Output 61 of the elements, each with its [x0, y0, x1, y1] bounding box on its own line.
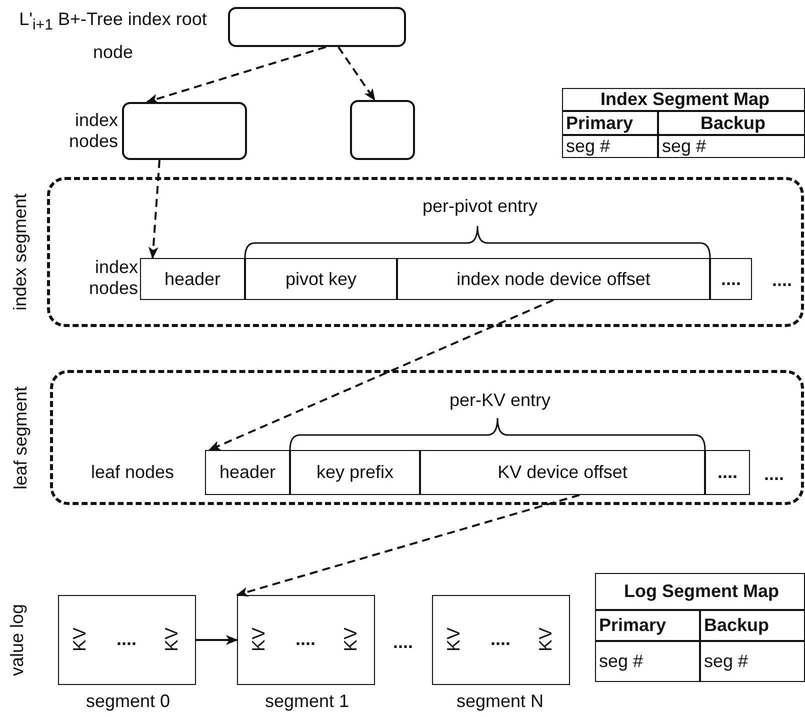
- table-cell: seg #: [595, 641, 700, 682]
- cell-text: ....: [490, 629, 510, 650]
- node-caption: segment 1: [264, 690, 350, 713]
- record-field: [140, 258, 245, 300]
- table-header: Backup: [700, 610, 805, 641]
- row-label: leaf nodes: [90, 460, 176, 484]
- cell-text: ....: [295, 629, 316, 650]
- ellipsis: ....: [392, 630, 414, 654]
- node-caption: L'$_{i+1}$ B+-Tree index root node: [18, 8, 208, 62]
- cell-text: ....: [720, 268, 741, 290]
- record-field: [397, 258, 710, 300]
- cell-text: ....: [116, 629, 136, 650]
- node-caption: index nodes: [68, 109, 118, 153]
- segment-label: leaf segment: [9, 384, 31, 492]
- arrow: [208, 299, 554, 451]
- tree-node-box: [350, 100, 415, 160]
- cell-text: ....: [717, 462, 738, 483]
- tree-node-box: [228, 7, 406, 47]
- record-field: [290, 450, 420, 495]
- cell-text: pivot key: [285, 268, 357, 290]
- brace-label: per-pivot entry: [421, 194, 539, 218]
- cell-text: KV: [162, 628, 183, 652]
- log-segment-box: [237, 595, 375, 685]
- record-field: [710, 258, 752, 300]
- log-segment-box: [58, 595, 196, 685]
- record-field: [420, 450, 705, 495]
- arrow: [148, 160, 160, 259]
- table-title: Index Segment Map: [562, 88, 805, 111]
- arrow: [146, 46, 326, 104]
- table-header: Primary: [595, 610, 700, 641]
- record-field: [705, 450, 750, 495]
- node-caption: segment N: [455, 690, 545, 713]
- cell-text: KV: [444, 628, 465, 652]
- cell-text: key prefix: [316, 462, 394, 483]
- arrow: [196, 635, 238, 645]
- section-label: value log: [6, 602, 28, 678]
- ellipsis: ....: [770, 268, 793, 292]
- segment-label: index segment: [9, 192, 31, 313]
- table-header: Primary: [562, 111, 658, 135]
- record-field: [205, 450, 290, 495]
- log-segment-box: [432, 595, 570, 685]
- node-caption: segment 0: [84, 690, 172, 713]
- table-cell: seg #: [700, 641, 805, 682]
- ellipsis: ....: [762, 462, 785, 486]
- cell-text: header: [164, 268, 221, 290]
- table-title: Log Segment Map: [595, 573, 805, 610]
- table-header: Backup: [658, 111, 805, 135]
- cell-text: KV: [341, 628, 362, 652]
- arrow: [338, 46, 376, 101]
- table-cell: seg #: [562, 135, 658, 158]
- cell-text: KV: [249, 628, 270, 652]
- cell-text: KV device offset: [498, 462, 628, 483]
- cell-text: header: [219, 462, 276, 483]
- table-cell: seg #: [658, 135, 805, 158]
- cell-text: KV: [70, 628, 91, 652]
- tree-node-box: [122, 102, 247, 160]
- record-field: [245, 258, 397, 300]
- row-label: index nodes: [88, 256, 138, 300]
- brace-label: per-KV entry: [448, 388, 552, 412]
- cell-text: index node device offset: [456, 268, 650, 290]
- cell-text: KV: [536, 628, 557, 652]
